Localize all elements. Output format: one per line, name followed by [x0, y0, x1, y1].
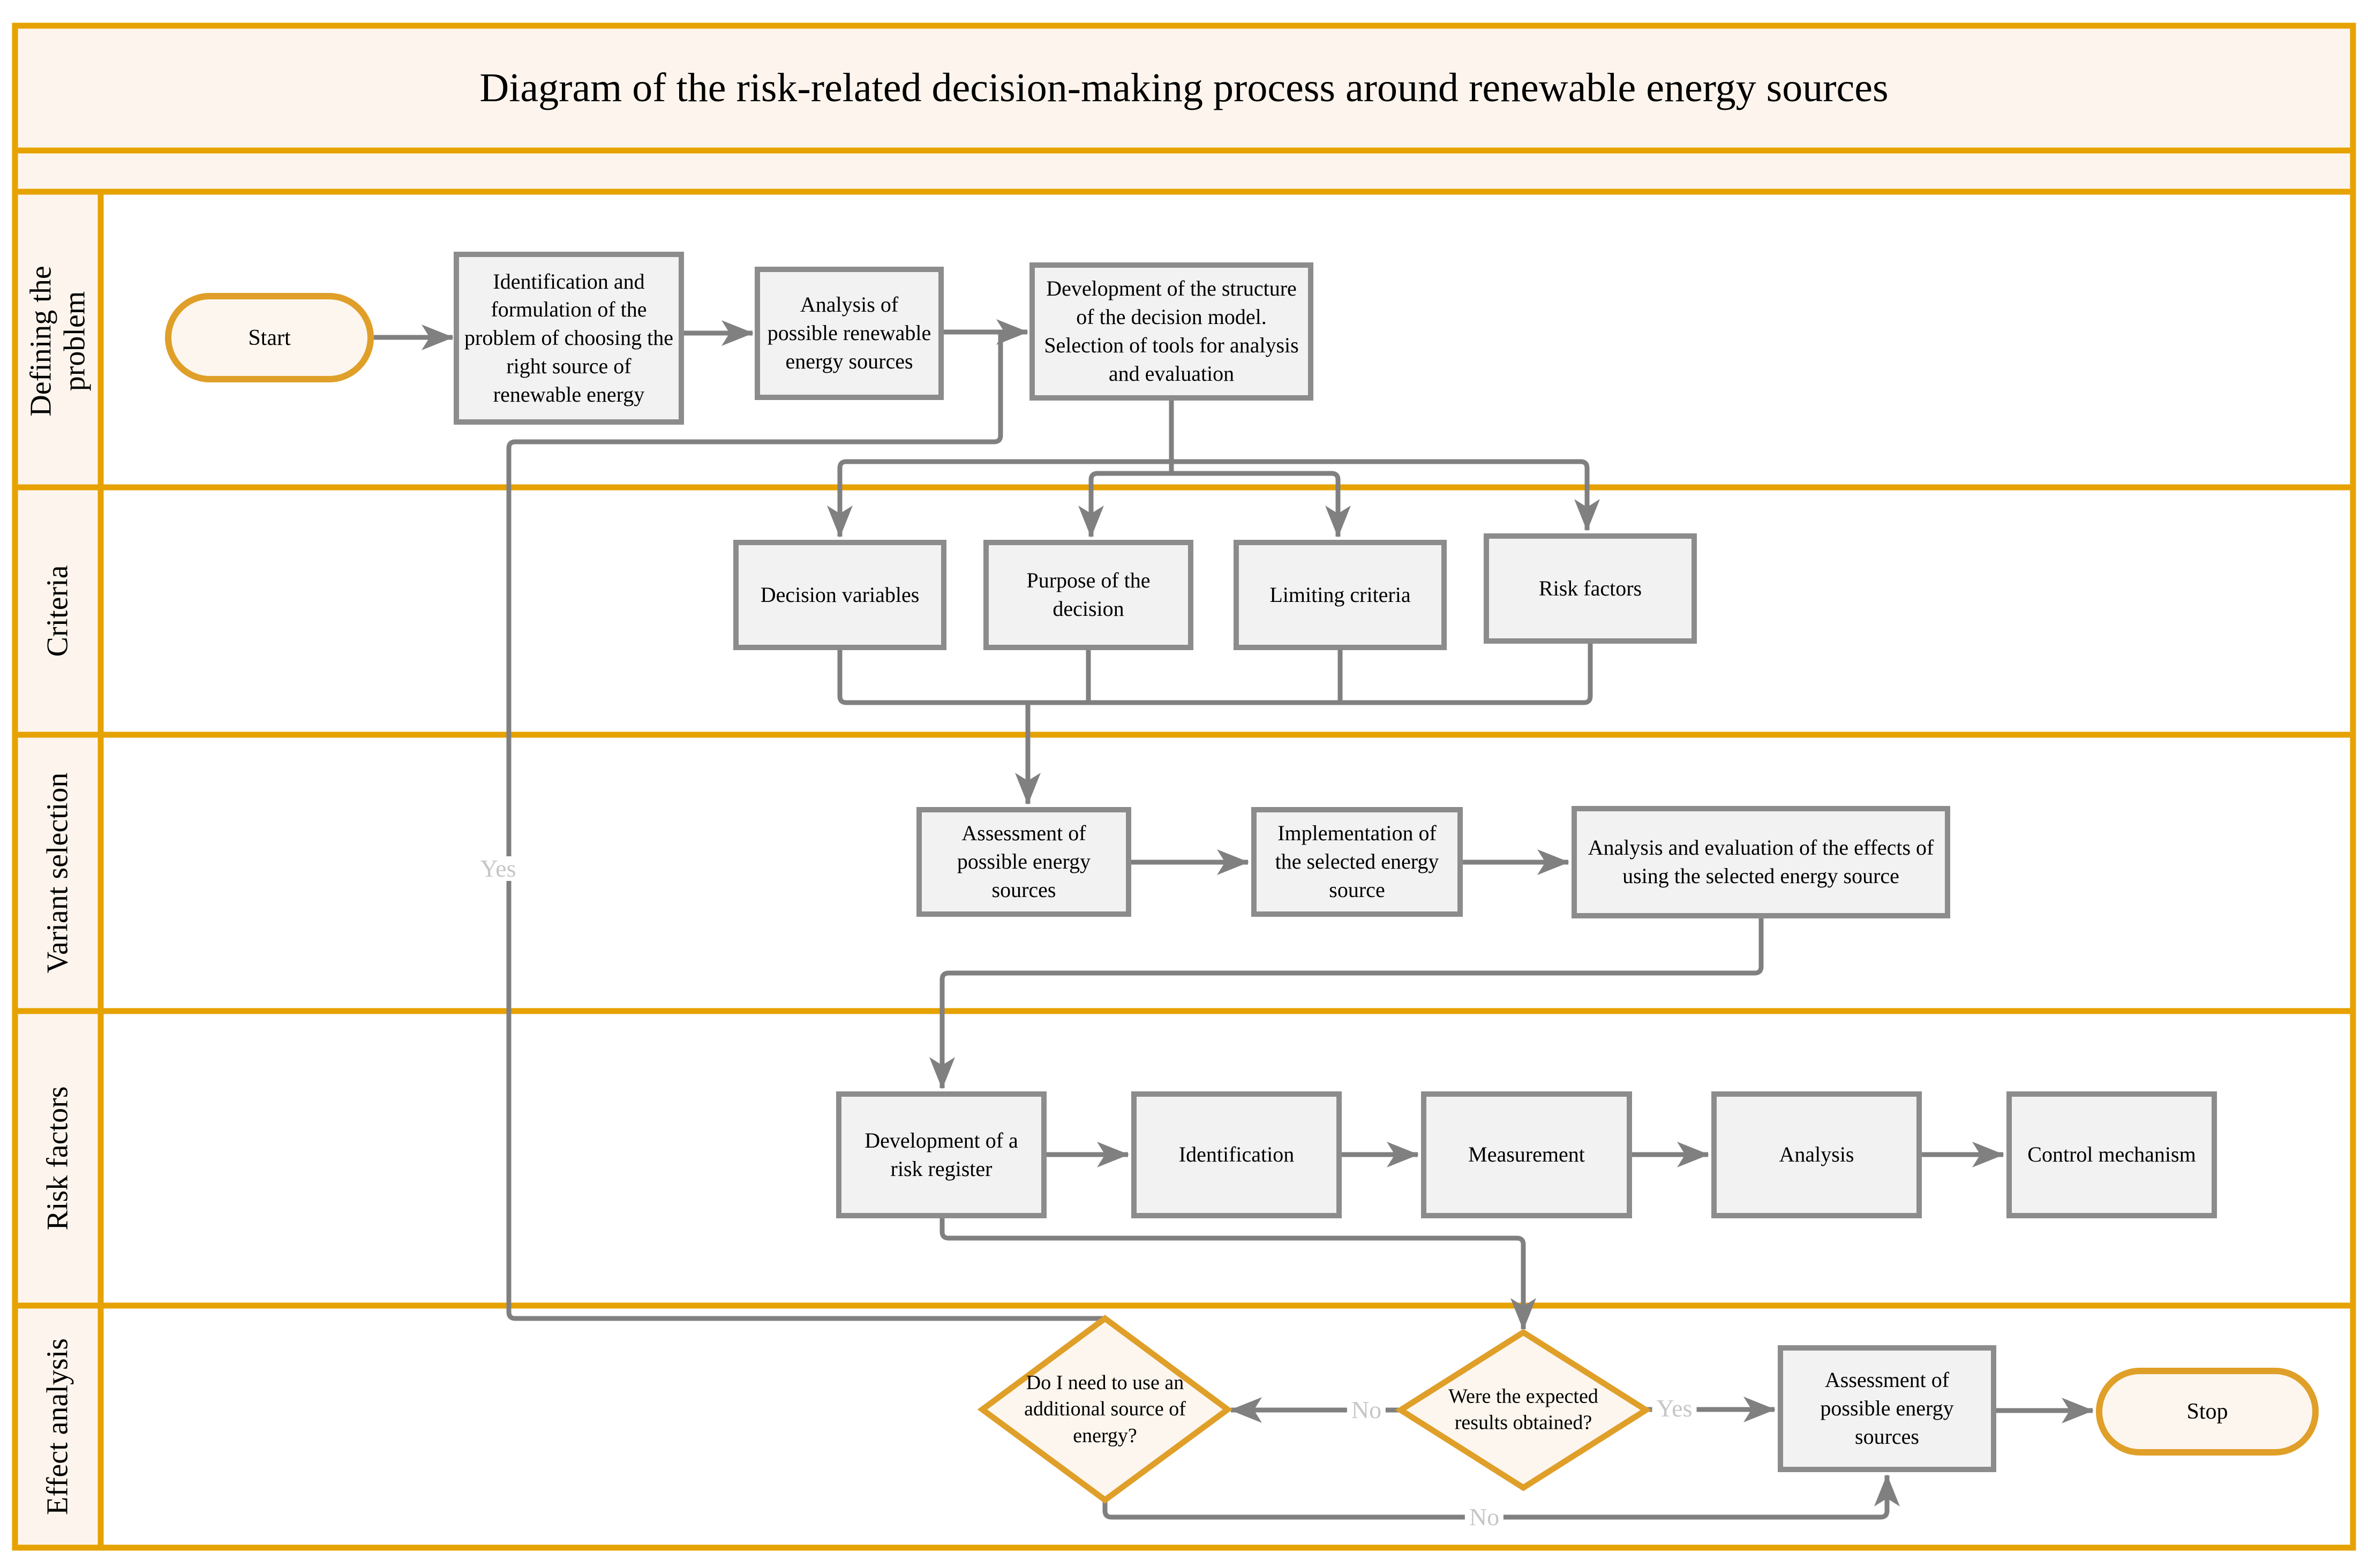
stop-terminator: Stop [2096, 1368, 2319, 1456]
lane-label-risk-factors: Risk factors [41, 1086, 74, 1231]
process-measurement: Measurement [1421, 1091, 1632, 1218]
process-analysis-sources: Analysis of possible renewable energy so… [755, 267, 944, 400]
process-implementation-source: Implementation of the selected energy so… [1251, 807, 1463, 917]
process-control-mechanism: Control mechanism [2006, 1091, 2217, 1218]
process-analysis-effects: Analysis and evaluation of the effects o… [1572, 806, 1950, 918]
subtitle-strip-bg [18, 153, 2350, 189]
edge-label-no-to-assessment: No [1464, 1505, 1504, 1529]
process-development-structure: Development of the structure of the deci… [1029, 262, 1313, 401]
lane-label-criteria: Criteria [41, 565, 74, 657]
decision-expected-results-text: Were the expected results obtained? [1448, 1385, 1598, 1434]
process-identification-problem: Identification and formulation of the pr… [454, 252, 684, 425]
swimlane-grid [12, 22, 2356, 1551]
decision-additional-source-shape [977, 1315, 1233, 1504]
process-limiting-criteria: Limiting criteria [1234, 540, 1447, 650]
process-decision-variables: Decision variables [733, 540, 946, 650]
process-assessment-sources-final: Assessment of possible energy sources [1778, 1345, 1996, 1472]
decision-expected-results-shape [1395, 1329, 1652, 1491]
edge-label-no-to-additional: No [1347, 1398, 1386, 1422]
process-purpose-decision: Purpose of the decision [983, 540, 1193, 650]
lane-label-effect-analysis: Effect analysis [41, 1338, 74, 1516]
process-risk-factors: Risk factors [1484, 533, 1697, 644]
edge-label-yes-feedback: Yes [476, 856, 521, 881]
process-identification: Identification [1131, 1091, 1342, 1218]
title-band-bg [18, 28, 2350, 150]
start-terminator: Start [165, 293, 374, 382]
process-risk-register: Development of a risk register [836, 1091, 1047, 1218]
lane-label-defining-the-problem: Defining the problem [24, 266, 91, 417]
page-title: Diagram of the risk-related decision-mak… [479, 65, 1889, 110]
lane-label-variant-selection: Variant selection [41, 772, 74, 974]
edge-label-yes-to-assessment: Yes [1652, 1396, 1697, 1421]
process-analysis: Analysis [1711, 1091, 1922, 1218]
connectors [374, 319, 2094, 1520]
decision-additional-source-text: Do I need to use an additional source of… [1024, 1371, 1186, 1447]
lane-label-column-bg [18, 194, 98, 1545]
process-assessment-sources: Assessment of possible energy sources [916, 807, 1131, 917]
